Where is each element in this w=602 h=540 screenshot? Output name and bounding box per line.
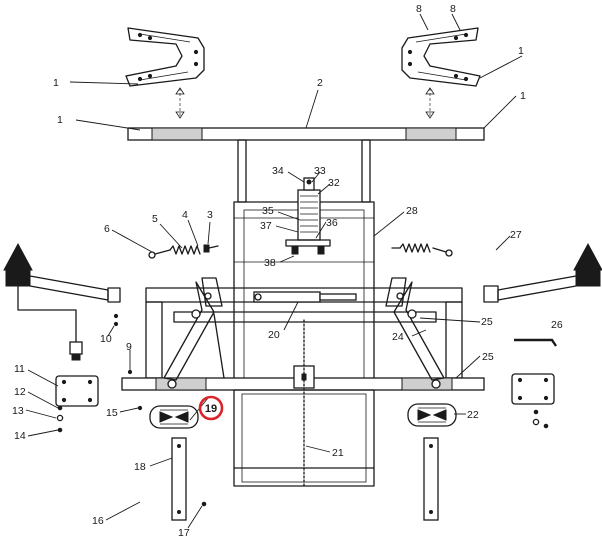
bolt-9 <box>127 369 133 375</box>
callout-24: 24 <box>392 331 404 343</box>
center-pedestal <box>233 319 375 487</box>
callout-1a: 1 <box>53 77 59 89</box>
top-left-bracket <box>125 27 205 87</box>
callout-5: 5 <box>152 213 158 225</box>
callout-38: 38 <box>264 257 276 269</box>
bolt-15 <box>137 405 143 411</box>
left-support-strip <box>171 437 187 521</box>
callout-25b: 25 <box>482 351 494 363</box>
callout-18: 18 <box>134 461 146 473</box>
left-spring-link <box>148 244 219 259</box>
callout-34: 34 <box>272 165 284 177</box>
left-work-light <box>3 242 121 361</box>
jack-screw-assembly <box>285 177 331 255</box>
fastener-set-right <box>532 409 549 429</box>
callout-8b: 8 <box>450 3 456 15</box>
callout-16: 16 <box>92 515 104 527</box>
left-scissor-arm <box>163 277 225 389</box>
leader-lines <box>25 13 523 529</box>
callout-4: 4 <box>182 209 188 221</box>
right-slide-pad <box>407 403 457 427</box>
fastener-set-left <box>56 405 64 433</box>
bolt-10a <box>113 313 119 319</box>
callout-33: 33 <box>314 165 326 177</box>
right-work-light <box>483 242 602 303</box>
callout-17: 17 <box>178 527 190 539</box>
callout-8a: 8 <box>416 3 422 15</box>
callout-19: 19 <box>205 403 217 415</box>
right-mount-plate <box>511 373 555 405</box>
right-support-strip <box>423 437 439 521</box>
left-slide-pad <box>149 405 199 429</box>
callout-36: 36 <box>326 217 338 229</box>
callout-labels: 1 1 1 1 2 3 4 5 6 8 8 9 10 11 12 13 14 1… <box>12 3 563 539</box>
left-mount-plate <box>55 375 99 407</box>
callout-14: 14 <box>14 430 26 442</box>
callout-27: 27 <box>510 229 522 241</box>
callout-37: 37 <box>260 220 272 232</box>
callout-13: 13 <box>12 405 24 417</box>
hydraulic-cylinder <box>253 291 357 303</box>
top-crossbar <box>127 127 485 141</box>
callout-15: 15 <box>106 407 118 419</box>
callout-20: 20 <box>268 329 280 341</box>
top-right-bracket <box>401 27 481 87</box>
callout-10: 10 <box>100 333 112 345</box>
callout-35: 35 <box>262 205 274 217</box>
callout-22: 22 <box>467 409 479 421</box>
callout-25a: 25 <box>481 316 493 328</box>
callout-11: 11 <box>14 363 25 375</box>
assembly-arrow-left <box>175 87 185 119</box>
l-pin <box>514 338 557 347</box>
callout-12: 12 <box>14 386 26 398</box>
callout-26: 26 <box>551 319 563 331</box>
bolt-17 <box>201 501 207 507</box>
highlight-ring <box>198 395 224 421</box>
callout-6: 6 <box>104 223 110 235</box>
callout-21: 21 <box>332 447 344 459</box>
assembly-arrow-right <box>425 87 435 119</box>
bolt-10b <box>113 321 119 327</box>
callout-2: 2 <box>317 77 323 89</box>
callout-1d: 1 <box>520 90 526 102</box>
callout-28: 28 <box>406 205 418 217</box>
right-spring-link <box>391 243 453 257</box>
callout-1c: 1 <box>518 45 524 57</box>
callout-9: 9 <box>126 341 132 353</box>
callout-3: 3 <box>207 209 213 221</box>
right-scissor-arm <box>385 277 445 389</box>
callout-1b: 1 <box>57 114 63 126</box>
highlighted-callout-19[interactable]: 19 <box>198 395 224 421</box>
callout-32: 32 <box>328 177 340 189</box>
